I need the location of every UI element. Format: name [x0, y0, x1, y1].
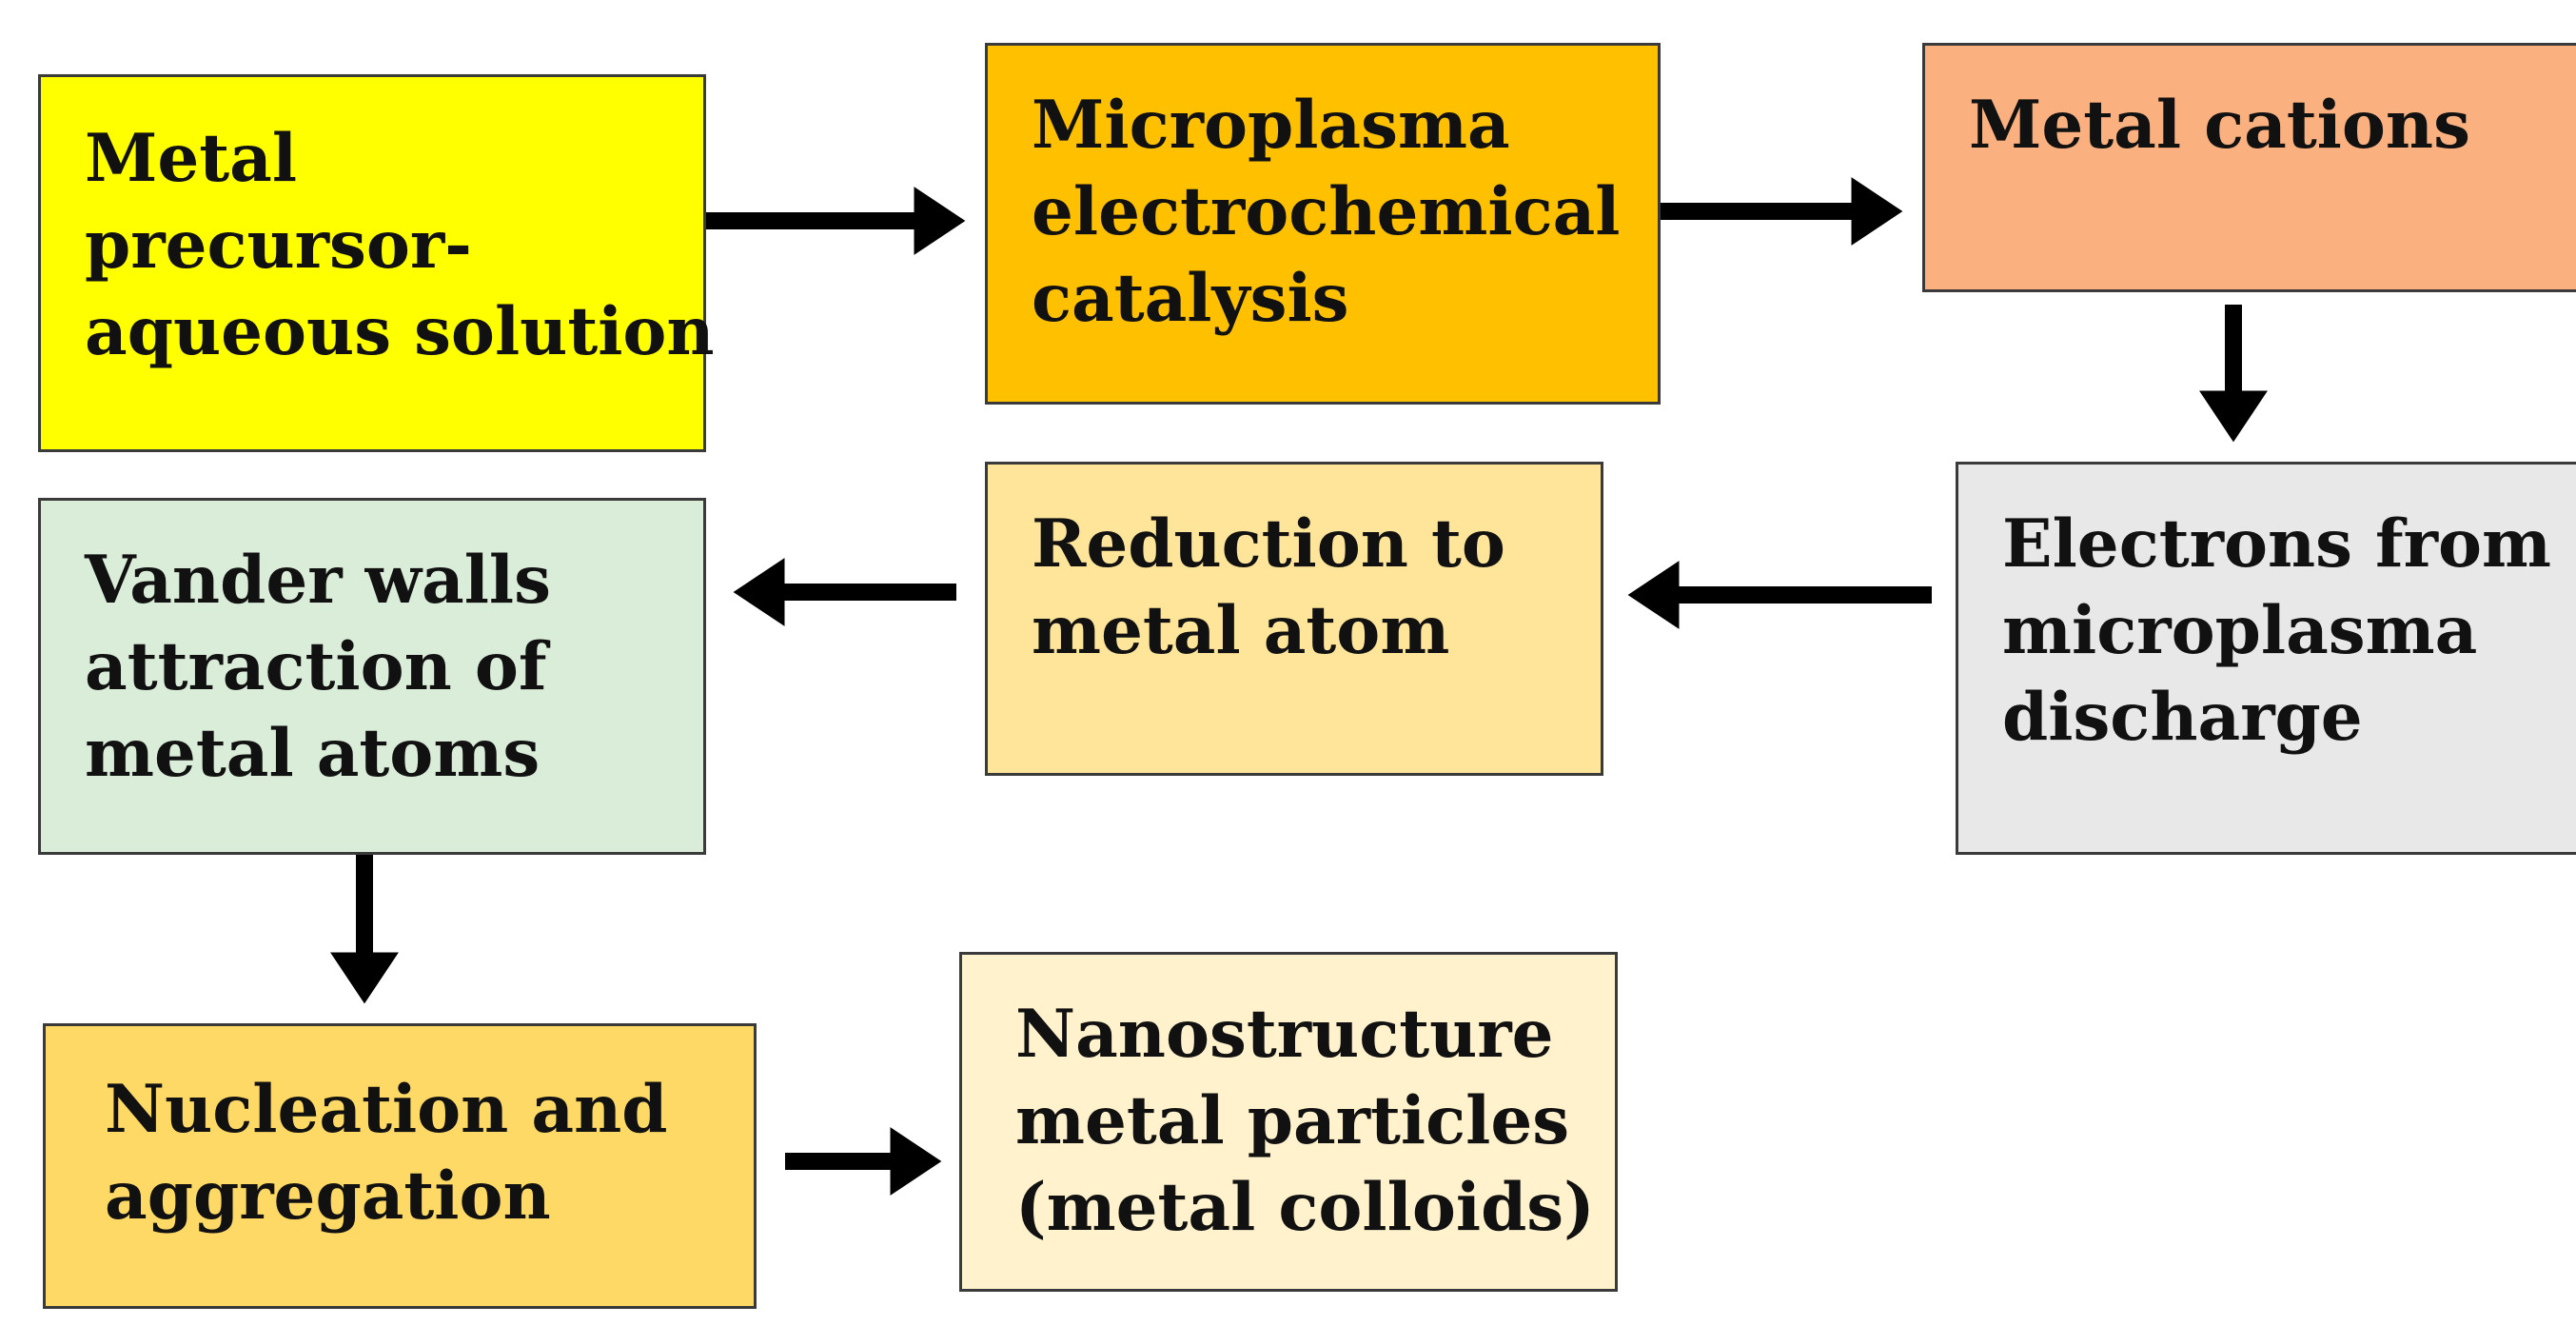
box-electrons-discharge: Electrons from microplasma discharge	[1956, 462, 2576, 855]
box-line: Nucleation and	[105, 1071, 668, 1148]
box-line: Reduction to	[1032, 505, 1505, 583]
box-line: Vander walls	[85, 542, 551, 619]
box-line: catalysis	[1032, 260, 1349, 337]
box-line: (metal colloids)	[1015, 1169, 1595, 1246]
box-line: electrochemical	[1032, 173, 1621, 250]
box-line: metal atoms	[85, 715, 541, 792]
box-line: aggregation	[105, 1158, 551, 1235]
box-line: microplasma	[2002, 592, 2478, 669]
box-line: discharge	[2002, 679, 2363, 756]
box-line: metal atom	[1032, 592, 1450, 669]
box-microplasma-catalysis: Microplasma electrochemical catalysis	[985, 43, 1661, 405]
box-nucleation-aggregation: Nucleation and aggregation	[43, 1023, 757, 1309]
box-line: Electrons from	[2002, 505, 2552, 583]
box-line: precursor-	[85, 207, 472, 284]
box-metal-precursor: Metal precursor- aqueous solution	[38, 74, 715, 452]
box-line: Metal	[85, 120, 298, 197]
box-line: attraction of	[85, 628, 547, 705]
box-line: metal particles	[1015, 1082, 1570, 1159]
box-metal-cations: Metal cations	[1922, 43, 2576, 292]
box-nanostructure-particles: Nanostructure metal particles (metal col…	[959, 952, 1618, 1292]
box-reduction-metal-atom: Reduction to metal atom	[985, 462, 1603, 776]
box-vander-walls: Vander walls attraction of metal atoms	[38, 498, 706, 855]
box-line: Metal cations	[1969, 87, 2470, 164]
box-line: aqueous solution	[85, 293, 715, 370]
box-line: Microplasma	[1032, 87, 1510, 164]
box-line: Nanostructure	[1015, 996, 1554, 1073]
